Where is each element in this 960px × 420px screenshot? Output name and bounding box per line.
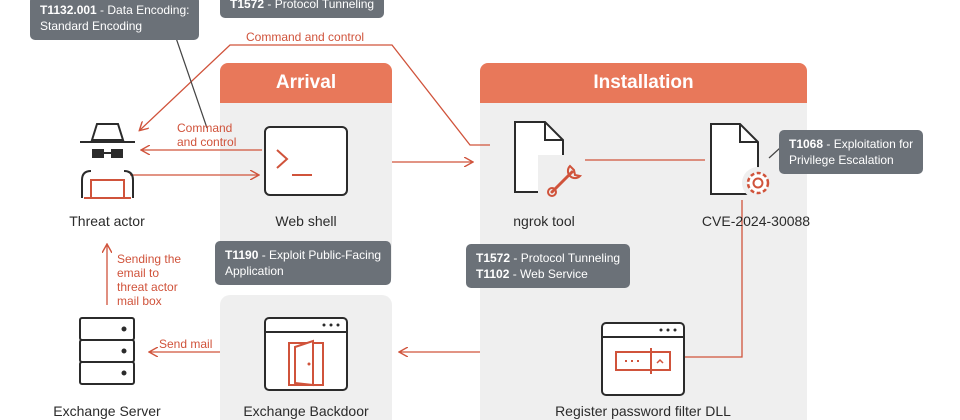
tag-t1068: T1068 - Exploitation for Privilege Escal…	[779, 130, 924, 174]
tag-t1102-text: Web Service	[520, 267, 588, 281]
tag-t1572-top-text: Protocol Tunneling	[274, 0, 375, 11]
send-email-label: Sending the email to threat actor mail b…	[117, 252, 182, 308]
tag-t1572-id: T1572	[476, 251, 511, 265]
threat-actor-icon	[80, 123, 135, 199]
tag-t1102-id: T1102	[476, 267, 510, 281]
tag-t1572-top-id: T1572	[230, 0, 265, 11]
tag-t1572-t1102: T1572 - Protocol Tunneling T1102 - Web S…	[466, 244, 631, 288]
tag-t1190-text: Exploit Public-Facing Application	[225, 248, 382, 278]
web-shell-label: Web shell	[275, 213, 337, 229]
arrival-title: Arrival	[220, 63, 392, 103]
tag-t1132: T1132.001 - Data Encoding: Standard Enco…	[30, 0, 200, 40]
t1068-leader	[768, 147, 781, 159]
document-wrench-icon	[514, 121, 583, 201]
exchange-server-label: Exchange Server	[53, 403, 161, 419]
cve-label: CVE-2024-30088	[701, 213, 811, 229]
terminal-icon	[264, 126, 348, 196]
c2-left-label: Command and control	[177, 121, 237, 149]
document-gear-icon	[710, 123, 774, 199]
server-icon	[79, 317, 135, 385]
tag-t1132-text: Data Encoding: Standard Encoding	[40, 3, 190, 33]
c2-top-wire	[140, 44, 490, 146]
tag-t1068-text: Exploitation for Privilege Escalation	[789, 137, 914, 167]
installation-title: Installation	[480, 63, 807, 103]
ngrok-label: ngrok tool	[513, 213, 575, 229]
password-filter-label: Register password filter DLL	[555, 403, 731, 419]
cve-to-filter-wire	[676, 200, 743, 357]
send-mail-label: Send mail	[159, 337, 213, 351]
tag-t1190: T1190 - Exploit Public-Facing Applicatio…	[215, 241, 392, 285]
tag-t1190-id: T1190	[225, 248, 259, 262]
threat-actor-label: Threat actor	[69, 213, 145, 229]
browser-password-icon	[601, 322, 685, 396]
tag-t1572-top: T1572 - Protocol Tunneling	[220, 0, 385, 18]
c2-top-label: Command and control	[246, 30, 365, 44]
tag-t1132-id: T1132.001	[40, 3, 97, 17]
t1132-leader	[174, 34, 208, 129]
exchange-backdoor-label: Exchange Backdoor	[243, 403, 369, 419]
tag-t1068-id: T1068	[789, 137, 824, 151]
browser-door-icon	[264, 317, 348, 391]
tag-t1572-text: Protocol Tunneling	[520, 251, 621, 265]
